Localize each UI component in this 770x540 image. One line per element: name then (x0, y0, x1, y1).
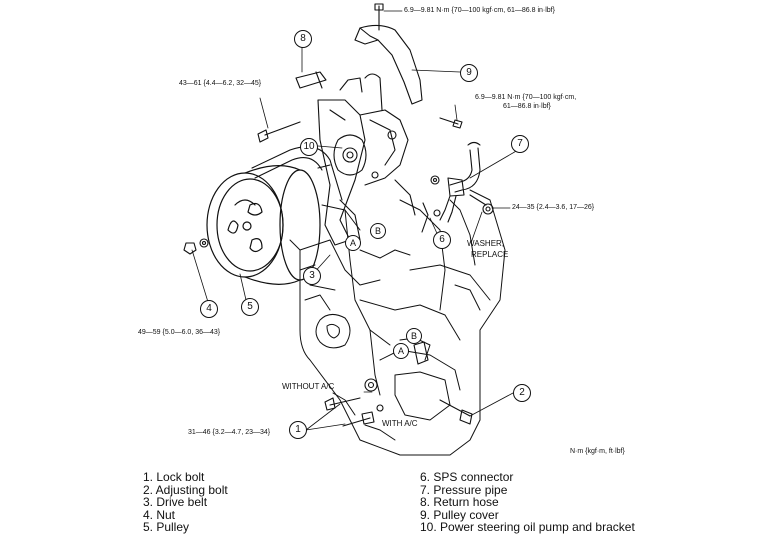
legend-item: 8. Return hose (420, 495, 499, 510)
callout-7: 7 (511, 135, 529, 153)
drive-belt-graphic (251, 146, 343, 201)
washer-replace-line2: REPLACE (471, 250, 509, 259)
callout-4: 4 (200, 300, 218, 318)
callout-a-upper: A (345, 235, 361, 251)
callout-2: 2 (513, 384, 531, 402)
legend-item: 4. Nut (143, 507, 176, 522)
callout-10: 10 (300, 138, 318, 156)
torque-lock-bolt-upper: 43—61 {4.4—6.2, 32—45} (179, 80, 262, 87)
torque-lock-bolt-lower: 31—46 {3.2—4.7, 23—34} (188, 429, 271, 436)
engine-block (289, 189, 506, 456)
legend-item: 10. Power steering oil pump and bracket (420, 520, 635, 535)
torque-top: 6.9—9.81 N·m {70—100 kgf·cm, 61—86.8 in·… (404, 7, 555, 14)
callout-a-lower: A (393, 343, 409, 359)
torque-nut: 49—59 {5.0—6.0, 36—43} (138, 329, 221, 336)
bolts-graphic (183, 3, 494, 427)
units-note: N·m {kgf·m, ft·lbf} (570, 448, 625, 455)
pressure-pipe-graphic (439, 141, 481, 223)
legend-item: 9. Pulley cover (420, 507, 499, 522)
callout-3: 3 (303, 267, 321, 285)
torque-pressure-pipe: 24—35 {2.4—3.6, 17—26} (512, 204, 595, 211)
legend-item: 1. Lock bolt (143, 470, 205, 484)
pulley-graphic (206, 165, 321, 285)
washer-replace-line1: WASHER, (467, 239, 505, 248)
legend-item: 6. SPS connector (420, 470, 514, 484)
torque-right-line2: 61—86.8 in·lbf} (503, 103, 551, 110)
legend-item: 7. Pressure pipe (420, 482, 508, 497)
legend-item: 2. Adjusting bolt (143, 482, 228, 497)
pulley-cover-graphic (354, 24, 423, 105)
legend-item: 3. Drive belt (143, 495, 208, 510)
torque-right-line1: 6.9—9.81 N·m {70—100 kgf·cm, (475, 94, 577, 101)
callout-8: 8 (294, 30, 312, 48)
parts-legend-left: 1. Lock bolt 2. Adjusting bolt 3. Drive … (143, 471, 228, 534)
callout-b-upper: B (370, 223, 386, 239)
return-hose-graphic (295, 71, 327, 89)
with-ac-label: WITH A/C (382, 419, 418, 428)
callout-b-lower: B (406, 328, 422, 344)
leader-lines (191, 10, 519, 431)
without-ac-label: WITHOUT A/C (282, 382, 335, 391)
callout-6: 6 (433, 231, 451, 249)
callout-9: 9 (460, 64, 478, 82)
callout-5: 5 (241, 298, 259, 316)
legend-item: 5. Pulley (143, 520, 190, 535)
pump-bracket-graphic (317, 73, 416, 246)
parts-legend-right: 6. SPS connector 7. Pressure pipe 8. Ret… (420, 471, 635, 534)
callout-1: 1 (289, 421, 307, 439)
